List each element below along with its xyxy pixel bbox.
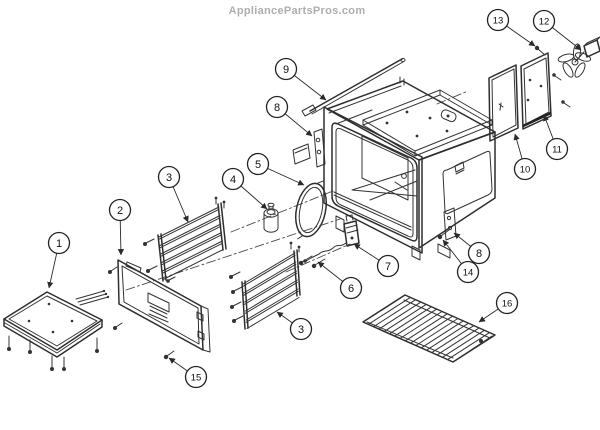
callout-15: 15 <box>168 357 208 389</box>
callout-1: 1 <box>47 231 71 289</box>
svg-text:15: 15 <box>191 373 202 384</box>
callout-8-right: 8 <box>453 232 491 265</box>
oven-body <box>323 76 496 261</box>
svg-text:1: 1 <box>56 238 62 250</box>
callout-7: 7 <box>353 243 400 278</box>
callout-12: 12 <box>532 9 582 51</box>
svg-text:3: 3 <box>166 172 172 184</box>
part-hinge-screw <box>437 229 450 240</box>
callout-6: 6 <box>317 261 363 300</box>
svg-text:16: 16 <box>502 299 513 310</box>
svg-text:5: 5 <box>255 159 261 171</box>
part-door-screw <box>163 350 175 360</box>
svg-text:14: 14 <box>463 268 474 279</box>
svg-text:3: 3 <box>298 324 304 336</box>
watermark: AppliancePartsPros.com <box>229 5 366 17</box>
svg-text:4: 4 <box>230 174 236 186</box>
callout-11: 11 <box>543 114 569 161</box>
part-base-tray <box>3 289 110 371</box>
callout-2: 2 <box>108 198 132 256</box>
svg-text:13: 13 <box>493 16 504 27</box>
part-gasket-ring <box>294 180 328 240</box>
part-grill-rack-upper <box>143 196 227 282</box>
svg-text:8: 8 <box>476 248 482 260</box>
callout-13: 13 <box>486 8 536 47</box>
part-motor <box>263 202 279 233</box>
svg-text:7: 7 <box>385 261 391 273</box>
svg-text:10: 10 <box>520 165 531 176</box>
part-hinge-left <box>292 128 326 168</box>
callout-3-lower: 3 <box>276 311 313 341</box>
part-heating-rod <box>301 57 406 117</box>
part-door-panel <box>108 259 211 353</box>
svg-text:9: 9 <box>283 64 289 76</box>
callout-16: 16 <box>478 291 519 323</box>
callout-3-upper: 3 <box>157 165 189 223</box>
part-side-panel <box>488 64 519 142</box>
svg-text:11: 11 <box>552 145 562 156</box>
part-fan-blade <box>557 36 600 78</box>
callout-9: 9 <box>274 57 327 101</box>
callout-10: 10 <box>513 133 537 181</box>
callout-5: 5 <box>246 152 305 186</box>
svg-text:6: 6 <box>348 283 354 295</box>
callout-8-left: 8 <box>265 95 313 137</box>
callout-14: 14 <box>442 239 480 284</box>
callouts: 1 2 3 4 5 6 7 <box>47 8 582 389</box>
svg-text:12: 12 <box>539 17 550 28</box>
part-grill-rack-lower <box>229 241 301 330</box>
svg-text:2: 2 <box>117 205 123 217</box>
part-wire-rack <box>362 294 496 363</box>
callout-4: 4 <box>221 167 268 210</box>
svg-text:8: 8 <box>274 102 280 114</box>
part-panel-screw <box>534 45 546 56</box>
